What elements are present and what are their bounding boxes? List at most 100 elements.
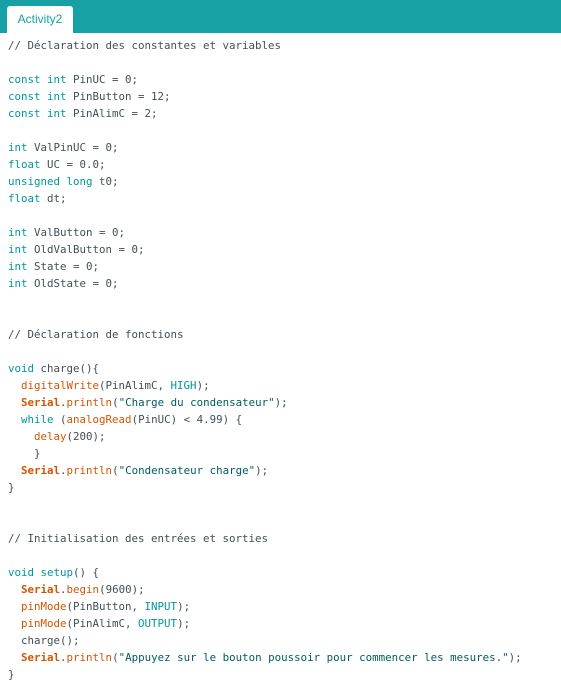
code-token-keyword: setup: [40, 566, 74, 579]
code-token-function: println: [66, 464, 113, 477]
code-token-keyword: while: [21, 413, 54, 426]
code-line[interactable]: // Déclaration des constantes et variabl…: [8, 37, 561, 54]
code-editor[interactable]: // Déclaration des constantes et variabl…: [0, 33, 561, 684]
code-token-function: pinMode: [21, 617, 67, 630]
code-line[interactable]: int ValPinUC = 0;: [8, 139, 561, 156]
code-token-constant: INPUT: [144, 600, 178, 613]
tab-activity2[interactable]: Activity2: [7, 6, 73, 33]
code-line[interactable]: [8, 122, 561, 139]
code-token-keyword: int: [8, 277, 28, 290]
code-token-keyword: const: [8, 73, 41, 86]
code-token-plain: }: [8, 481, 15, 494]
code-line[interactable]: Serial.begin(9600);: [8, 581, 561, 598]
code-token-keyword: float: [8, 158, 41, 171]
code-line[interactable]: const int PinUC = 0;: [8, 71, 561, 88]
code-token-comment: // Initialisation des entrées et sorties: [8, 532, 269, 545]
code-area[interactable]: // Déclaration des constantes et variabl…: [8, 37, 561, 683]
code-line[interactable]: float UC = 0.0;: [8, 156, 561, 173]
code-line[interactable]: Serial.println("Charge du condensateur")…: [8, 394, 561, 411]
code-token-keyword: float: [8, 192, 41, 205]
code-line[interactable]: // Déclaration de fonctions: [8, 326, 561, 343]
code-line[interactable]: pinMode(PinAlimC, OUTPUT);: [8, 615, 561, 632]
code-token-keyword: const: [8, 107, 41, 120]
code-token-plain: );: [177, 617, 191, 630]
code-token-plain: ValButton = 0;: [27, 226, 126, 239]
code-token-plain: (200);: [66, 430, 106, 443]
code-line[interactable]: void charge(){: [8, 360, 561, 377]
code-token-function: begin: [66, 583, 100, 596]
tab-bar: Activity2: [0, 0, 561, 33]
code-token-keyword: void: [8, 362, 35, 375]
code-token-plain: UC = 0.0;: [40, 158, 106, 171]
code-token-function: println: [66, 651, 113, 664]
code-line[interactable]: float dt;: [8, 190, 561, 207]
code-token-keyword: int: [47, 73, 67, 86]
code-line[interactable]: int ValButton = 0;: [8, 224, 561, 241]
code-token-plain: );: [508, 651, 522, 664]
code-token-plain: [8, 413, 21, 426]
code-line[interactable]: int OldState = 0;: [8, 275, 561, 292]
code-token-class: Serial: [21, 583, 61, 596]
code-line[interactable]: }: [8, 479, 561, 496]
code-line[interactable]: [8, 547, 561, 564]
code-token-plain: .: [60, 464, 67, 477]
code-token-plain: .: [60, 583, 67, 596]
code-token-plain: charge(){: [34, 362, 100, 375]
code-token-plain: (9600);: [99, 583, 145, 596]
code-token-keyword: unsigned: [8, 175, 61, 188]
code-token-function: analogRead: [66, 413, 132, 426]
code-line[interactable]: charge();: [8, 632, 561, 649]
code-token-keyword: const: [8, 90, 41, 103]
code-token-plain: PinAlimC = 2;: [66, 107, 158, 120]
code-token-plain: [8, 430, 34, 443]
code-token-comment: // Déclaration des constantes et variabl…: [8, 39, 282, 52]
code-line[interactable]: }: [8, 666, 561, 683]
code-token-plain: (PinUC) < 4.99) {: [131, 413, 243, 426]
code-token-keyword: int: [8, 141, 28, 154]
code-token-function: digitalWrite: [21, 379, 100, 392]
code-line[interactable]: void setup() {: [8, 564, 561, 581]
code-line[interactable]: [8, 513, 561, 530]
code-line[interactable]: const int PinAlimC = 2;: [8, 105, 561, 122]
code-line[interactable]: [8, 309, 561, 326]
code-token-function: println: [66, 396, 113, 409]
code-token-plain: ValPinUC = 0;: [27, 141, 119, 154]
code-line[interactable]: int State = 0;: [8, 258, 561, 275]
code-line[interactable]: Serial.println("Appuyez sur le bouton po…: [8, 649, 561, 666]
code-token-plain: PinUC = 0;: [66, 73, 139, 86]
code-token-plain: OldValButton = 0;: [27, 243, 145, 256]
code-token-plain: (PinAlimC,: [66, 617, 139, 630]
code-token-class: Serial: [21, 396, 61, 409]
code-line[interactable]: int OldValButton = 0;: [8, 241, 561, 258]
code-line[interactable]: [8, 207, 561, 224]
code-token-constant: OUTPUT: [138, 617, 178, 630]
code-line[interactable]: digitalWrite(PinAlimC, HIGH);: [8, 377, 561, 394]
code-line[interactable]: const int PinButton = 12;: [8, 88, 561, 105]
code-token-plain: [8, 583, 21, 596]
code-token-keyword: int: [8, 226, 28, 239]
code-token-plain: .: [60, 651, 67, 664]
code-token-string: "Condensateur charge": [118, 464, 256, 477]
code-line[interactable]: // Initialisation des entrées et sorties: [8, 530, 561, 547]
code-token-plain: OldState = 0;: [27, 277, 119, 290]
code-line[interactable]: }: [8, 445, 561, 462]
code-token-plain: State = 0;: [27, 260, 100, 273]
code-line[interactable]: delay(200);: [8, 428, 561, 445]
code-token-plain: [8, 651, 21, 664]
code-token-plain: [8, 600, 21, 613]
code-token-class: Serial: [21, 464, 61, 477]
code-line[interactable]: pinMode(PinButton, INPUT);: [8, 598, 561, 615]
code-line[interactable]: [8, 292, 561, 309]
code-token-plain: PinButton = 12;: [66, 90, 171, 103]
code-line[interactable]: Serial.println("Condensateur charge");: [8, 462, 561, 479]
code-line[interactable]: while (analogRead(PinUC) < 4.99) {: [8, 411, 561, 428]
code-line[interactable]: [8, 54, 561, 71]
code-token-plain: (: [53, 413, 67, 426]
code-line[interactable]: [8, 343, 561, 360]
code-token-function: delay: [34, 430, 67, 443]
code-token-plain: );: [177, 600, 191, 613]
code-line[interactable]: unsigned long t0;: [8, 173, 561, 190]
code-line[interactable]: [8, 496, 561, 513]
code-token-comment: // Déclaration de fonctions: [8, 328, 184, 341]
code-token-plain: (PinAlimC,: [99, 379, 171, 392]
